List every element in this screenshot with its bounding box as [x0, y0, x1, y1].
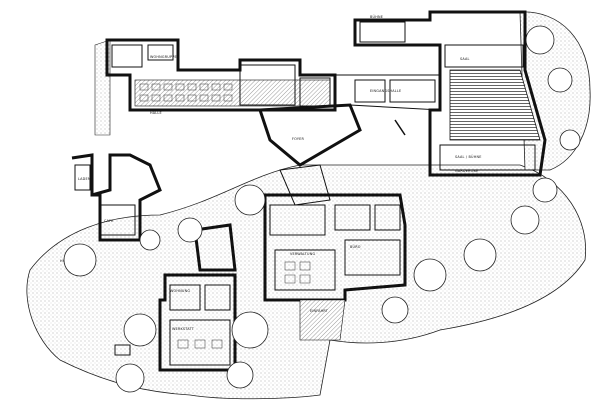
auditorium: BÜHNE SAAL SAAL / BÜHNE GARDEROBE [353, 10, 547, 177]
label-bottom-block-2: WERKSTATT [172, 327, 195, 331]
south-block: WOHNUNG WERKSTATT [158, 273, 237, 372]
label-center-block: VERWALTUNG [290, 252, 315, 256]
label-foyer: FOYER [292, 137, 304, 141]
west-pavilion: LADEN CAFE [71, 153, 162, 242]
label-left-pavilion-2: CAFE [104, 219, 114, 223]
label-stage-bottom: SAAL / BÜHNE [455, 154, 482, 159]
label-stage-top: BÜHNE [370, 14, 383, 19]
label-right-lower: GARDEROBE [455, 169, 478, 173]
label-left-pavilion: LADEN [78, 177, 91, 181]
label-corridor: EINGANGSHALLE [370, 89, 401, 93]
label-center-block-2: BÜRO [350, 244, 361, 249]
north-west-wing: WOHNGRUPPE HALLE [105, 38, 337, 115]
trees [63, 25, 581, 393]
label-top-left-room: WOHNGRUPPE [150, 55, 177, 59]
label-auditorium: SAAL [460, 57, 470, 61]
label-long-corridor: HALLE [150, 111, 162, 115]
label-entry-bottom: EINFAHRT [310, 309, 329, 313]
center-block: VERWALTUNG BÜRO [263, 193, 407, 341]
label-bottom-block: WOHNUNG [170, 289, 190, 293]
